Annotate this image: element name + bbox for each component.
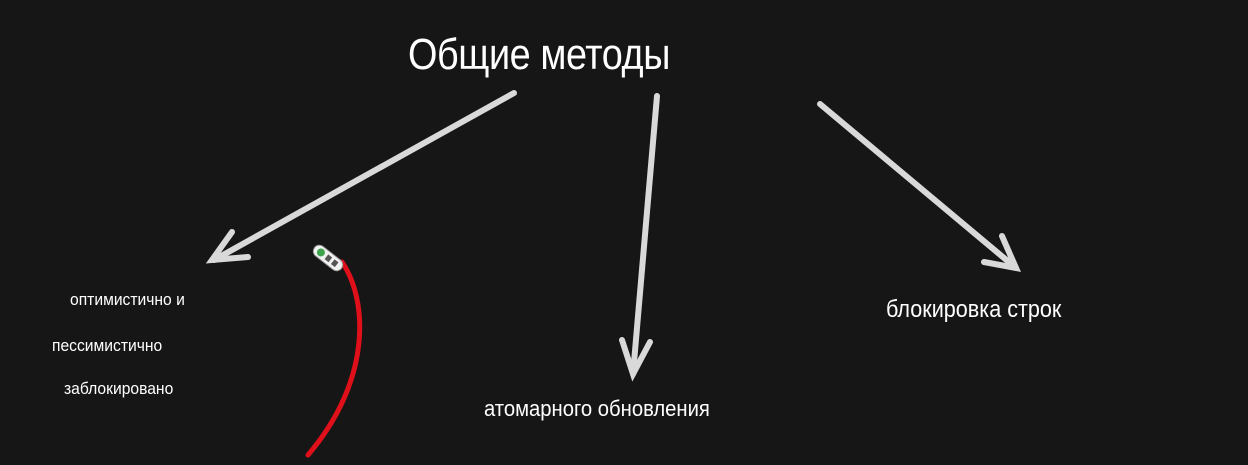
arrow-left — [205, 90, 517, 264]
left-branch-line-1: оптимистично и — [70, 290, 185, 309]
left-branch-line-3: заблокировано — [64, 379, 174, 398]
pointer-icon — [312, 244, 344, 272]
left-branch-line-2: пессимистично — [52, 336, 163, 355]
arrow-center — [619, 93, 660, 382]
center-branch-label: атомарного обновления — [484, 396, 710, 421]
pointer-trail — [305, 244, 363, 458]
arrow-right — [817, 101, 1022, 272]
right-branch-label: блокировка строк — [886, 296, 1062, 323]
diagram-title: Общие методы — [408, 30, 670, 79]
